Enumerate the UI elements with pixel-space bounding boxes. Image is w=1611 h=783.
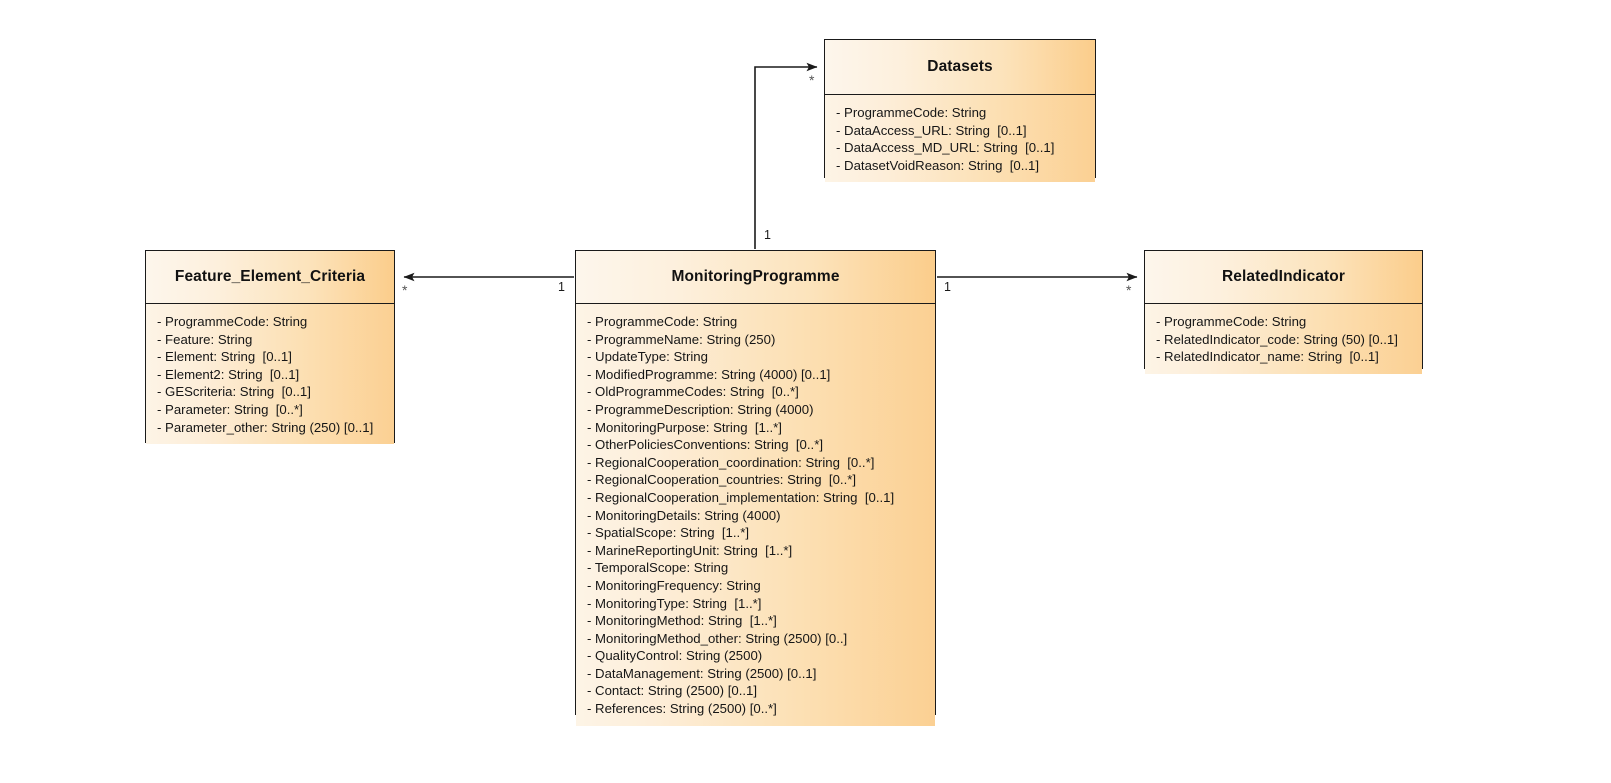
class-attribute: - DataAccess_MD_URL: String [0..1]	[836, 140, 1055, 156]
class-attribute: - RegionalCooperation_implementation: St…	[587, 489, 895, 505]
class-attribute: - DatasetVoidReason: String [0..1]	[836, 157, 1040, 173]
class-attribute: - SpatialScope: String [1..*]	[587, 525, 749, 541]
class-attribute: - ProgrammeName: String (250)	[587, 331, 776, 347]
class-attribute: - DataAccess_URL: String [0..1]	[836, 122, 1027, 138]
class-box-related-indicator[interactable]: RelatedIndicator - ProgrammeCode: String…	[1144, 250, 1423, 374]
class-title-related-indicator: RelatedIndicator	[1221, 268, 1346, 285]
class-header-monitoring-programme: MonitoringProgramme	[576, 251, 935, 304]
class-attribute: - Element: String [0..1]	[157, 349, 292, 365]
class-attribute: - UpdateType: String	[587, 349, 708, 365]
class-attribute: - MonitoringFrequency: String	[587, 577, 761, 593]
class-attributes-feature-element-criteria: - ProgrammeCode: String - Feature: Strin…	[146, 304, 394, 445]
class-box-feature-element-criteria[interactable]: Feature_Element_Criteria - ProgrammeCode…	[145, 250, 395, 445]
class-attribute: - ProgrammeCode: String	[157, 314, 308, 329]
class-attribute: - MonitoringMethod: String [1..*]	[587, 613, 777, 629]
class-attribute: - ModifiedProgramme: String (4000) [0..1…	[587, 366, 831, 382]
class-attribute: - Parameter: String [0..*]	[157, 401, 303, 417]
multiplicity-relatedindicator-target: *	[1126, 282, 1132, 298]
multiplicity-datasets-source: 1	[764, 228, 771, 242]
class-attributes-monitoring-programme: - ProgrammeCode: String - ProgrammeName:…	[576, 304, 935, 726]
class-title-feature-element-criteria: Feature_Element_Criteria	[174, 268, 366, 285]
class-attribute: - ProgrammeCode: String	[1156, 314, 1307, 329]
class-attribute: - DataManagement: String (2500) [0..1]	[587, 665, 817, 681]
class-attribute: - OldProgrammeCodes: String [0..*]	[587, 384, 799, 400]
multiplicity-datasets-target: *	[809, 72, 815, 88]
class-header-related-indicator: RelatedIndicator	[1145, 251, 1422, 304]
class-attribute: - OtherPoliciesConventions: String [0..*…	[587, 437, 824, 453]
class-attribute: - QualityControl: String (2500)	[587, 648, 763, 664]
class-attribute: - RegionalCooperation_countries: String …	[587, 472, 857, 488]
class-attribute: - MonitoringPurpose: String [1..*]	[587, 419, 782, 435]
class-attributes-datasets: - ProgrammeCode: String - DataAccess_URL…	[825, 95, 1095, 183]
multiplicity-relatedindicator-source: 1	[944, 280, 951, 294]
class-attribute: - GEScriteria: String [0..1]	[157, 384, 311, 400]
class-attributes-related-indicator: - ProgrammeCode: String - RelatedIndicat…	[1145, 304, 1422, 374]
multiplicity-feature-source: 1	[558, 280, 565, 294]
class-attribute: - ProgrammeDescription: String (4000)	[587, 401, 814, 417]
class-box-datasets[interactable]: Datasets - ProgrammeCode: String - DataA…	[824, 39, 1096, 183]
class-attribute: - MonitoringDetails: String (4000)	[587, 507, 781, 523]
class-attribute: - RelatedIndicator_name: String [0..1]	[1156, 349, 1379, 365]
class-attribute: - Contact: String (2500) [0..1]	[587, 683, 758, 699]
class-attribute: - MarineReportingUnit: String [1..*]	[587, 542, 793, 558]
class-attribute: - TemporalScope: String	[587, 560, 729, 576]
class-attribute: - Element2: String [0..1]	[157, 366, 300, 382]
class-attribute: - RegionalCooperation_coordination: Stri…	[587, 454, 875, 470]
class-header-datasets: Datasets	[825, 40, 1095, 95]
class-title-monitoring-programme: MonitoringProgramme	[671, 268, 840, 285]
class-attribute: - RelatedIndicator_code: String (50) [0.…	[1156, 331, 1398, 347]
class-header-feature-element-criteria: Feature_Element_Criteria	[146, 251, 394, 304]
class-title-datasets: Datasets	[927, 58, 993, 75]
class-attribute: - ProgrammeCode: String	[836, 105, 987, 120]
class-attribute: - Parameter_other: String (250) [0..1]	[157, 419, 374, 435]
association-mp-datasets	[754, 62, 818, 249]
class-attribute: - MonitoringMethod_other: String (2500) …	[587, 630, 848, 646]
class-attribute: - MonitoringType: String [1..*]	[587, 595, 762, 611]
class-box-monitoring-programme[interactable]: MonitoringProgramme - ProgrammeCode: Str…	[575, 250, 936, 726]
class-attribute: - ProgrammeCode: String	[587, 314, 738, 329]
multiplicity-feature-target: *	[402, 282, 408, 298]
class-attribute: - Feature: String	[157, 331, 253, 347]
class-attribute: - References: String (2500) [0..*]	[587, 701, 777, 717]
